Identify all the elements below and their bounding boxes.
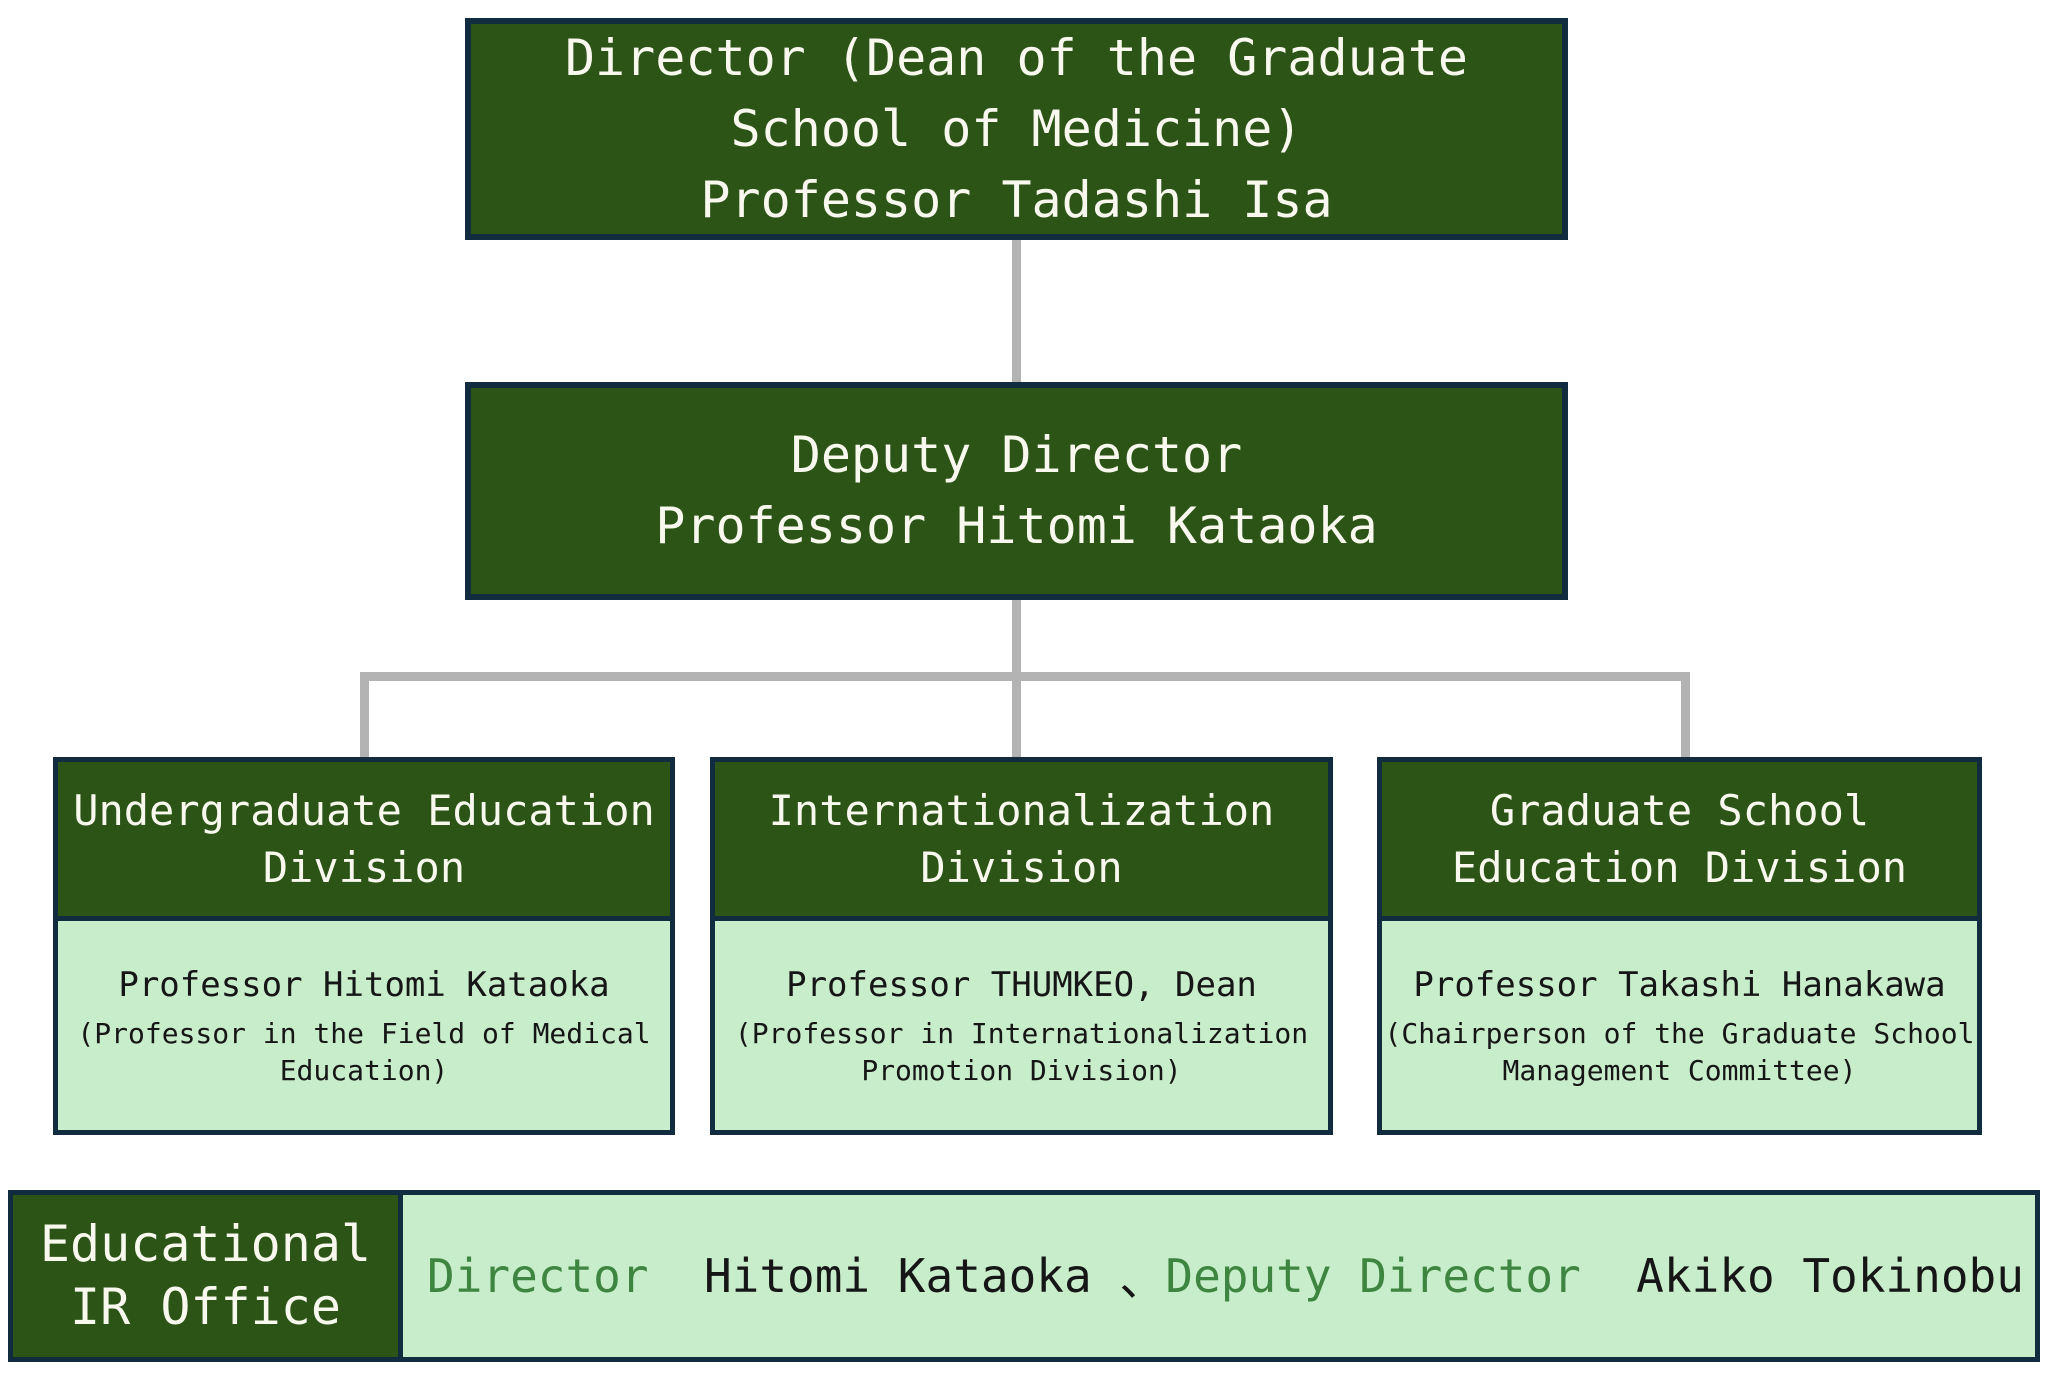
division-professor-name: Professor THUMKEO, Dean [786, 964, 1257, 1005]
deputy-name-line: Professor Hitomi Kataoka [655, 497, 1378, 555]
ir-director-role: Director [427, 1249, 649, 1303]
division-body: Professor THUMKEO, Dean (Professor in In… [715, 921, 1328, 1130]
ir-office-label: Educational IR Office [13, 1195, 403, 1357]
division-professor-detail: (Professor in the Field of Medical [77, 1016, 651, 1050]
connector-drop-right [1681, 676, 1690, 760]
division-professor-detail: (Chairperson of the Graduate School [1384, 1016, 1975, 1050]
division-body: Professor Takashi Hanakawa (Chairperson … [1382, 921, 1977, 1130]
ideographic-comma: 、 [1119, 1252, 1166, 1306]
ir-director-name: Hitomi Kataoka [648, 1249, 1120, 1303]
division-header: Undergraduate Education Division [58, 762, 670, 921]
division-title-line: Internationalization [768, 786, 1275, 835]
division-professor-detail: Management Committee) [1502, 1053, 1857, 1087]
division-professor-name: Professor Takashi Hanakawa [1413, 964, 1946, 1005]
division-body: Professor Hitomi Kataoka (Professor in t… [58, 921, 670, 1130]
deputy-title-line: Deputy Director [790, 426, 1243, 484]
division-professor-name: Professor Hitomi Kataoka [118, 964, 610, 1005]
division-title-line: Division [920, 843, 1123, 892]
division-professor-detail: (Professor in Internationalization [734, 1016, 1309, 1050]
connector-branch-horizontal [360, 672, 1690, 681]
node-director: Director (Dean of the Graduate School of… [465, 18, 1568, 240]
ir-office-label-line: Educational [39, 1215, 372, 1273]
educational-ir-office-bar: Educational IR Office Director Hitomi Ka… [8, 1190, 2040, 1362]
division-title-line: Division [262, 843, 466, 892]
director-title-line: School of Medicine) [730, 99, 1303, 158]
division-title-line: Undergraduate Education [73, 786, 655, 835]
division-title-line: Graduate School [1489, 786, 1870, 835]
director-name-line: Professor Tadashi Isa [700, 170, 1333, 229]
division-box-internationalization: Internationalization Division Professor … [710, 757, 1333, 1135]
node-deputy-director: Deputy Director Professor Hitomi Kataoka [465, 382, 1568, 600]
connector-deputy-trunk [1012, 598, 1021, 678]
ir-office-members: Director Hitomi Kataoka 、 Deputy Directo… [403, 1195, 2035, 1357]
ir-deputy-name: Akiko Tokinobu [1580, 1249, 2024, 1303]
ir-deputy-role: Deputy Director [1165, 1249, 1581, 1303]
connector-director-deputy [1012, 238, 1021, 384]
division-box-undergraduate-education: Undergraduate Education Division Profess… [53, 757, 675, 1135]
division-professor-detail: Promotion Division) [861, 1053, 1182, 1087]
division-header: Graduate School Education Division [1382, 762, 1977, 921]
division-professor-detail: Education) [279, 1053, 449, 1087]
director-title-line: Director (Dean of the Graduate [564, 28, 1469, 87]
division-title-line: Education Division [1451, 843, 1908, 892]
division-header: Internationalization Division [715, 762, 1328, 921]
connector-drop-middle [1012, 676, 1021, 760]
ir-office-label-line: IR Office [70, 1278, 341, 1336]
division-box-graduate-school-education: Graduate School Education Division Profe… [1377, 757, 1982, 1135]
connector-drop-left [360, 676, 369, 760]
